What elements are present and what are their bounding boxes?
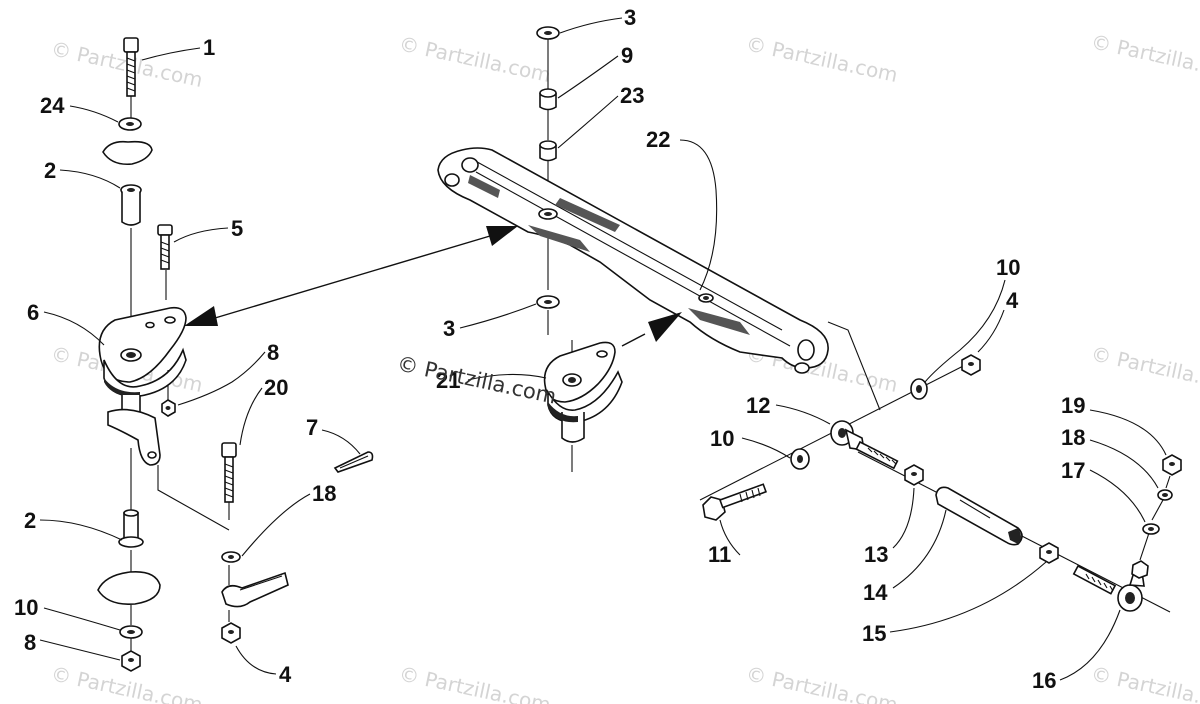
tie-rod-end-part (830, 420, 899, 470)
watermark-text: © Partzilla.com (397, 661, 553, 704)
rod-end-part (1072, 529, 1151, 612)
callout-label-15: 15 (862, 621, 886, 646)
tie-bar-part (437, 147, 829, 374)
nut-part (961, 354, 981, 376)
callout-label-12: 12 (746, 393, 770, 418)
watermark-text: © Partzilla.com (1089, 29, 1200, 85)
bolt-part (157, 224, 173, 270)
callout-label-18: 18 (312, 481, 336, 506)
bolt-part (123, 37, 139, 97)
callout-label-22: 22 (646, 127, 670, 152)
pivot-bracket-part (543, 340, 623, 472)
watermark-text: © Partzilla.com (744, 31, 900, 87)
callout-label-18: 18 (1061, 425, 1085, 450)
callout-label-17: 17 (1061, 458, 1085, 483)
callout-label-21: 21 (436, 368, 460, 393)
watermark-text: © Partzilla.com (744, 661, 900, 704)
callout-label-11: 11 (708, 542, 731, 567)
watermark-text: © Partzilla.com (1089, 661, 1200, 704)
callout-labels: 1 24 2 5 6 8 20 7 18 2 10 8 4 3 9 23 22 … (14, 5, 1085, 693)
nut-part (1039, 542, 1059, 564)
washer-part (118, 117, 142, 131)
washer-part (536, 26, 560, 40)
washer-part (1142, 523, 1160, 535)
nut-part (221, 622, 241, 644)
rubber-pad-part (97, 570, 161, 606)
callout-label-14: 14 (863, 580, 888, 605)
bushing-part (120, 184, 142, 226)
callout-label-10: 10 (996, 255, 1020, 280)
callout-label-9: 9 (621, 43, 633, 68)
watermark-overlay-text: © Partzilla.com (395, 351, 559, 408)
washer-part (790, 448, 810, 470)
callout-label-1: 1 (203, 35, 215, 60)
bolt-part (702, 483, 767, 521)
washer-part (536, 295, 560, 309)
callout-label-13: 13 (864, 542, 888, 567)
washer-part (221, 551, 241, 563)
watermark-text: © Partzilla.com (1089, 341, 1200, 397)
callout-label-3: 3 (624, 5, 636, 30)
bushing-part (118, 509, 144, 548)
washer-part (119, 625, 143, 639)
axis-line (1165, 475, 1171, 489)
callout-label-16: 16 (1032, 668, 1056, 693)
connector-line (827, 321, 881, 411)
tie-rod-bracket-assembly (437, 26, 829, 472)
axis-line (1151, 499, 1164, 521)
bolt-part (221, 442, 237, 503)
callout-label-4: 4 (1006, 288, 1019, 313)
watermark-layer: © Partzilla.com © Partzilla.com © Partzi… (49, 29, 1200, 704)
callout-label-7: 7 (306, 415, 318, 440)
nut-part (904, 464, 924, 486)
bushing-part (539, 140, 557, 162)
direction-arrow (621, 312, 682, 347)
callout-label-10: 10 (710, 426, 734, 451)
ball-joint-part (221, 571, 289, 608)
nut-part (121, 650, 141, 672)
connector-line (157, 465, 230, 531)
callout-label-8: 8 (24, 630, 36, 655)
watermark-text: © Partzilla.com (397, 31, 553, 87)
callout-label-5: 5 (231, 216, 243, 241)
callout-label-8: 8 (267, 340, 279, 365)
adjuster-sleeve-part (935, 486, 1023, 546)
callout-label-4: 4 (279, 662, 292, 687)
callout-label-19: 19 (1061, 393, 1085, 418)
spacer-part (539, 88, 557, 111)
spindle-arm-part (98, 306, 187, 466)
washer-part (1157, 489, 1173, 501)
callout-label-2: 2 (44, 158, 56, 183)
rubber-pad-part (102, 140, 153, 166)
callout-label-2: 2 (24, 508, 36, 533)
callout-label-6: 6 (27, 300, 39, 325)
callout-label-3: 3 (443, 316, 455, 341)
nut-part (1162, 454, 1182, 476)
callout-label-20: 20 (264, 375, 288, 400)
left-spindle-assembly (97, 37, 374, 672)
nut-part (161, 399, 176, 417)
callout-label-23: 23 (620, 83, 644, 108)
washer-part (910, 378, 928, 400)
callout-label-10: 10 (14, 595, 38, 620)
tie-rod-assembly (699, 321, 1182, 613)
direction-arrow (184, 226, 518, 326)
callout-label-24: 24 (40, 93, 65, 118)
leader-lines (39, 17, 1167, 681)
cotter-pin-part (333, 451, 374, 473)
